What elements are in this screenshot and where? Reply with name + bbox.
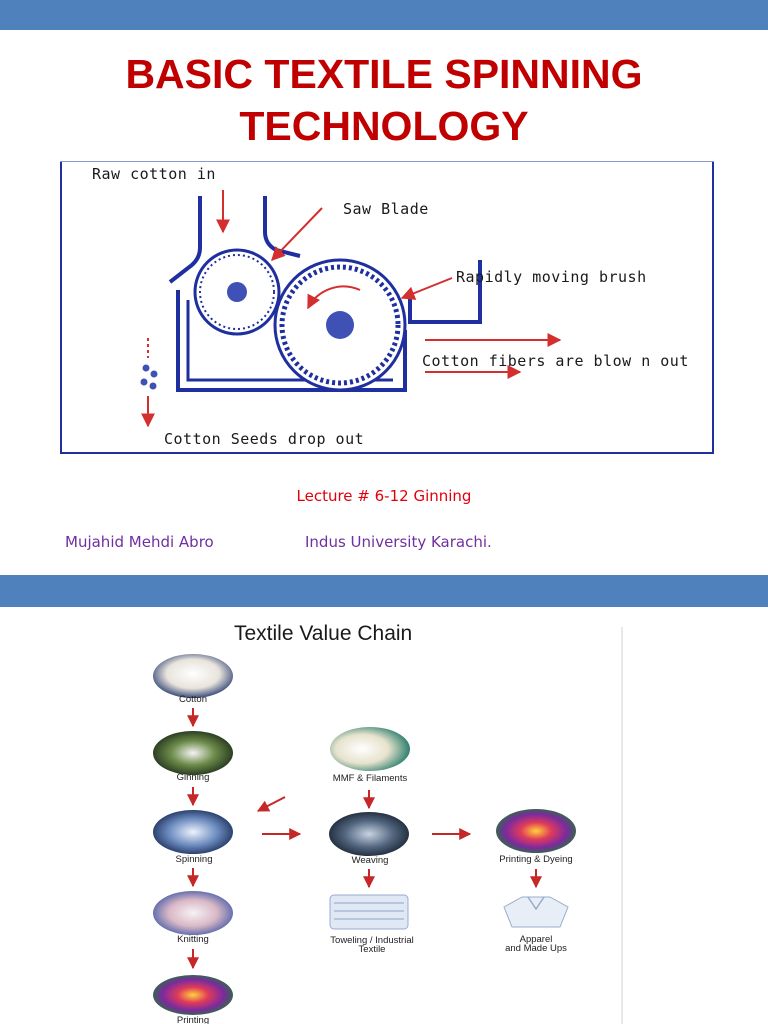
label-saw-blade: Saw Blade (343, 200, 429, 218)
top-band (0, 0, 768, 30)
housing-outer (176, 290, 407, 392)
value-chain-slide: Textile Value Chain Cotton Ginning MMF &… (0, 607, 768, 1024)
slide-title-line-1: BASIC TEXTILE SPINNING (125, 51, 643, 97)
saw-hub (227, 282, 247, 302)
seed-dot (142, 364, 150, 372)
value-chain-title: Textile Value Chain (234, 622, 412, 645)
university-name: Indus University Karachi. (305, 533, 492, 551)
node-weaving-label: Weaving (352, 855, 389, 866)
housing-top-right (408, 260, 482, 324)
node-knitting-label: Knitting (177, 934, 209, 945)
node-toweling-label-2: Textile (359, 944, 386, 955)
node-apparel-label-1: Apparel (520, 934, 553, 945)
ginning-diagram-svg: Raw cotton in Saw Blade Rapidly moving b… (60, 160, 714, 454)
brush-bristles (279, 264, 401, 386)
hopper-left-wall (168, 196, 202, 284)
node-printing-dyeing-label: Printing & Dyeing (499, 854, 572, 865)
printing-dyeing-image (496, 809, 576, 853)
seed-dot (149, 382, 157, 390)
slide-title-line-2: TECHNOLOGY (239, 103, 529, 149)
label-brush: Rapidly moving brush (456, 268, 647, 286)
label-raw-cotton: Raw cotton in (92, 165, 216, 183)
seed-dot (150, 370, 158, 378)
label-fibers: Cotton fibers are blow n out (422, 352, 689, 370)
mmf-image (330, 727, 410, 771)
slide-divider-band (0, 575, 768, 607)
node-cotton-label: Cotton (179, 694, 207, 705)
ginning-diagram: Raw cotton in Saw Blade Rapidly moving b… (60, 160, 714, 454)
node-toweling-label-1: Toweling / Industrial (330, 935, 413, 946)
node-ginning-label: Ginning (177, 772, 210, 783)
node-printing-label: Printing (177, 1015, 209, 1024)
value-chain-svg: Textile Value Chain Cotton Ginning MMF &… (153, 622, 623, 1024)
node-apparel-label-2: and Made Ups (505, 943, 567, 954)
brush-pointer (400, 277, 453, 300)
brush-hub (326, 311, 354, 339)
slide-title: BASIC TEXTILE SPINNING TECHNOLOGY (0, 48, 768, 152)
knitting-image (153, 891, 233, 935)
saw-teeth (199, 254, 275, 330)
saw-blade-pointer (271, 207, 323, 262)
seed-dot (140, 378, 148, 386)
cotton-image (153, 654, 233, 698)
ginning-image (153, 731, 233, 775)
printing-image (153, 975, 233, 1015)
apparel-image (503, 896, 569, 928)
weaving-image (329, 812, 409, 856)
label-seeds: Cotton Seeds drop out (164, 430, 364, 448)
node-mmf-label: MMF & Filaments (333, 773, 408, 784)
lecture-label: Lecture # 6-12 Ginning (296, 487, 472, 505)
arrow-mmf-spinning (256, 796, 286, 812)
brush-rotation-arrow (307, 285, 361, 310)
node-spinning-label: Spinning (176, 854, 213, 865)
author-name: Mujahid Mehdi Abro (65, 533, 214, 551)
spinning-image (153, 810, 233, 854)
